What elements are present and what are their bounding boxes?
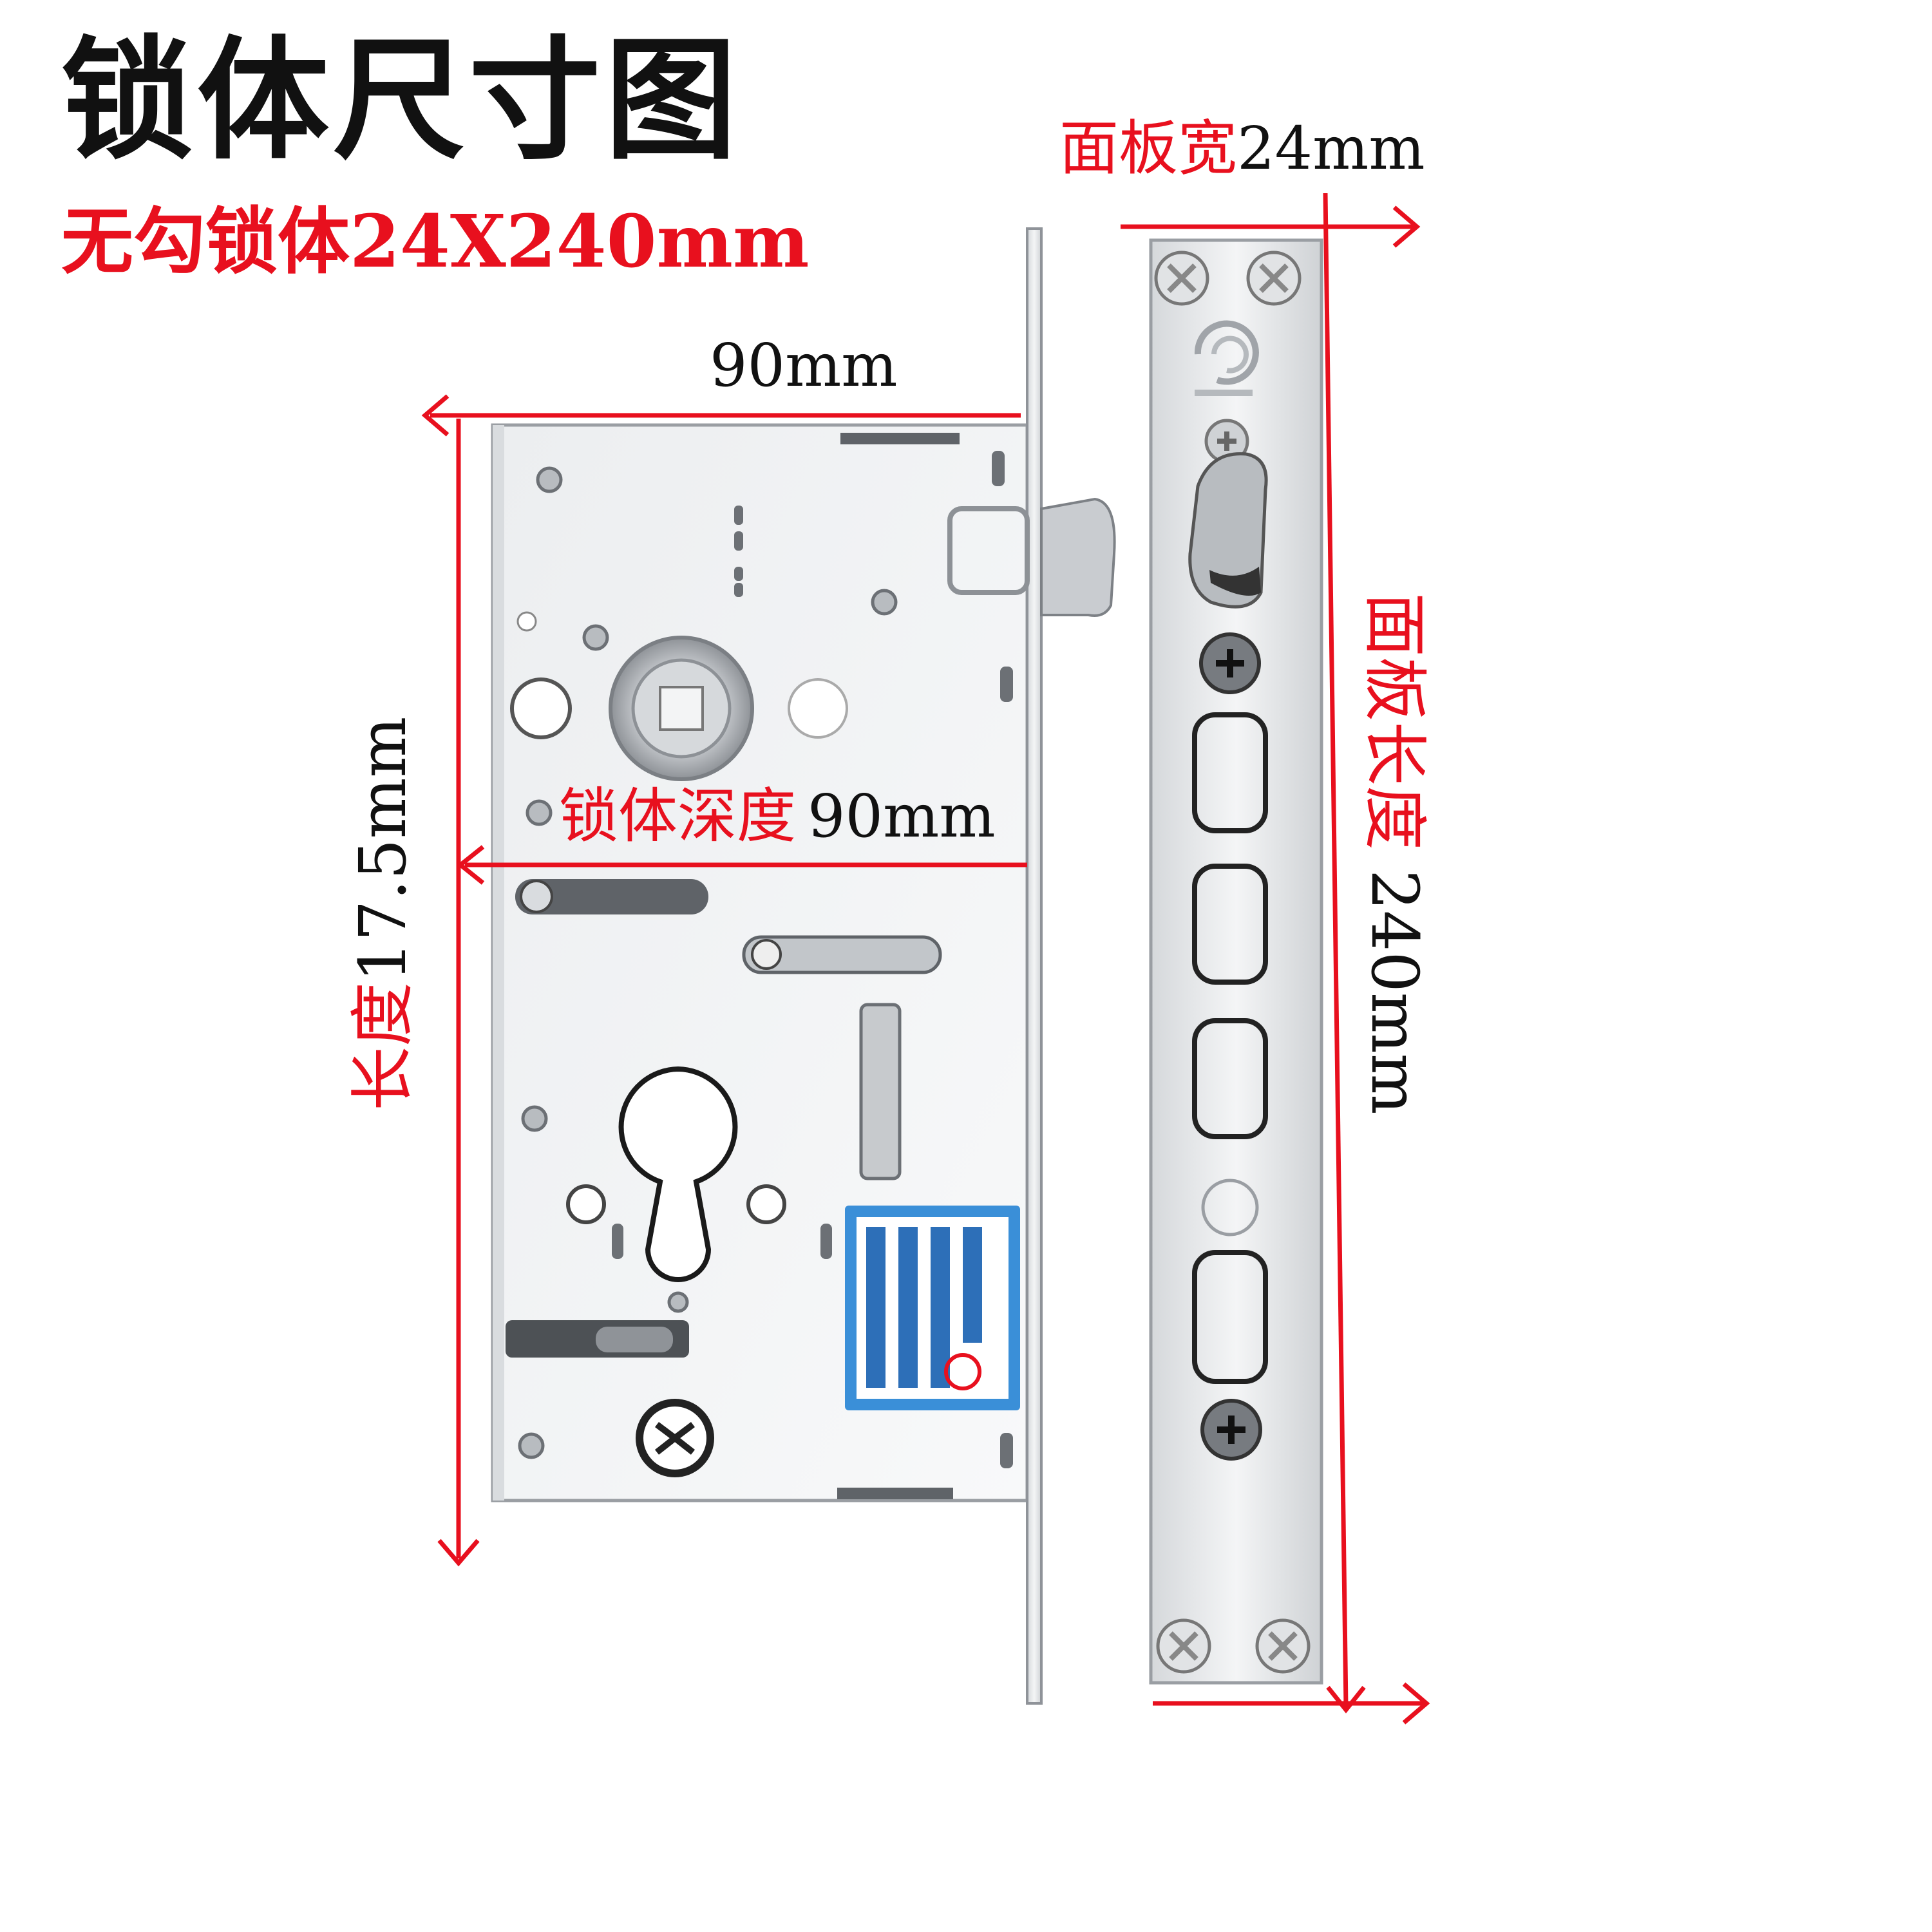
page-subtitle: 无勾锁体24X240mm [61, 200, 810, 284]
panel-width-label: 面板宽 [1059, 114, 1238, 183]
vertical-bar [859, 1003, 902, 1180]
panel-width-annotation: 面板宽24mm [1059, 119, 1425, 178]
certification-label [845, 1206, 1020, 1410]
latch-bolt [1040, 497, 1116, 617]
length-annotation: 长度17.5mm [345, 660, 422, 1111]
screw-icon [1154, 251, 1311, 1674]
length-value: 17.5mm [345, 716, 421, 982]
dimension-lines [421, 193, 1430, 1725]
rivets [518, 466, 898, 1459]
length-label: 长度 [345, 982, 421, 1111]
faceplate-edge [1026, 227, 1043, 1705]
body-depth-value: 90mm [808, 782, 996, 851]
panel-width-value: 24mm [1237, 114, 1425, 183]
body-width-value: 90mm [710, 331, 898, 400]
cylinder-cutout [618, 1066, 738, 1282]
page-title: 锁体尺寸图 [61, 24, 741, 178]
panel-length-label: 面板长度 [1357, 592, 1432, 850]
body-depth-label: 锁体深度 [559, 782, 797, 851]
brand-logo-icon [1194, 320, 1259, 396]
panel-length-value: 240mm [1357, 869, 1432, 1115]
slider-middle [742, 935, 942, 974]
faceplate-windows [1192, 712, 1268, 1384]
panel-length-annotation: 面板长度 240mm [1356, 592, 1432, 1236]
slider-top [515, 879, 708, 914]
